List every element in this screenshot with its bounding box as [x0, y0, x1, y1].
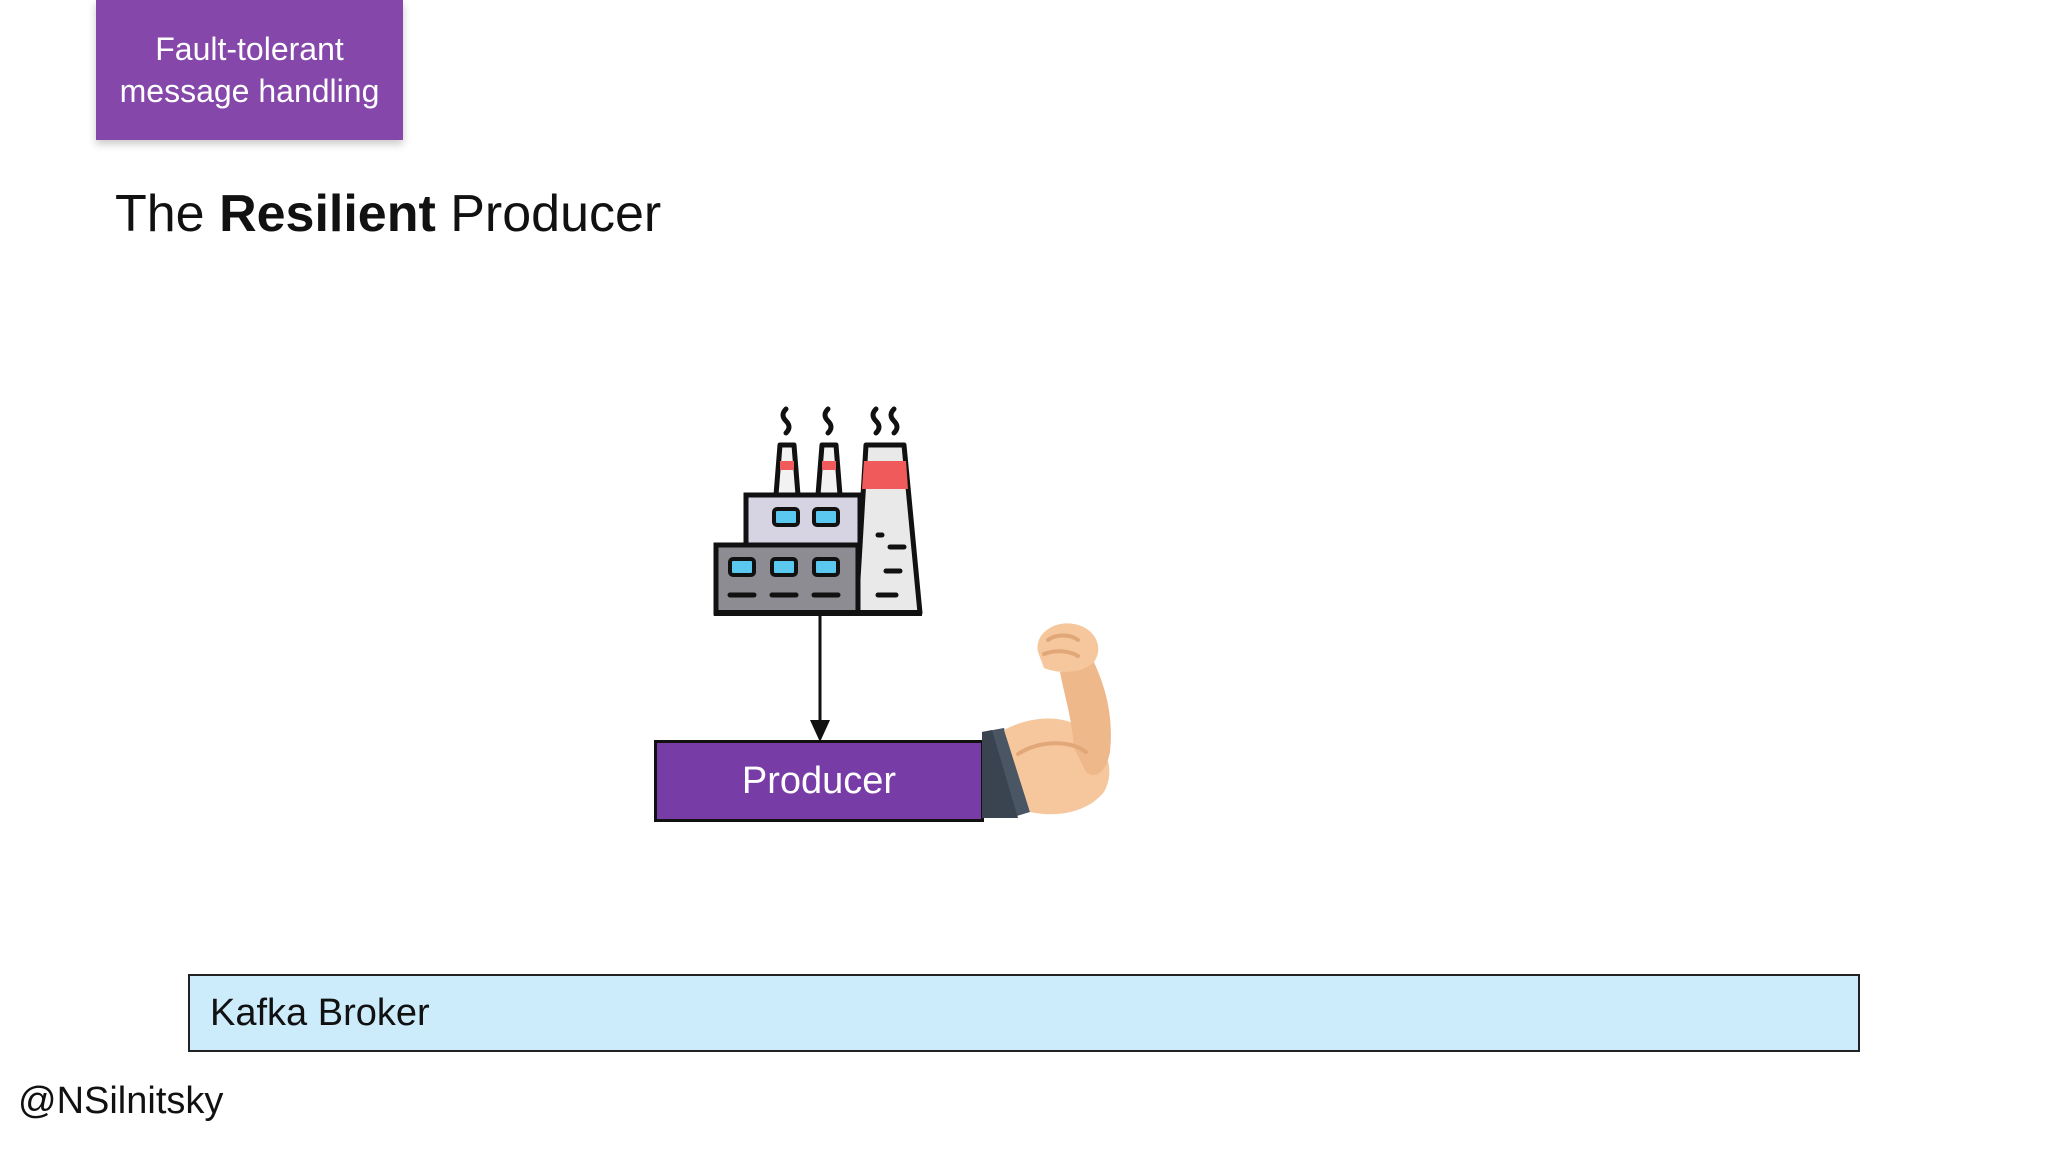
title-suffix: Producer: [435, 185, 662, 243]
author-handle: @NSilnitsky: [18, 1080, 224, 1122]
title-bold: Resilient: [219, 185, 436, 243]
section-tag-line-1: Fault-tolerant: [155, 31, 344, 67]
kafka-broker-box: Kafka Broker: [188, 974, 1860, 1052]
slide-title: The Resilient Producer: [115, 182, 661, 246]
section-tag: Fault-tolerant message handling: [96, 0, 403, 140]
factory-icon: [713, 406, 923, 616]
producer-box: Producer: [654, 740, 984, 822]
flexed-bicep-icon: [982, 623, 1111, 818]
arrow-down-icon: [810, 612, 830, 742]
section-tag-line-2: message handling: [119, 73, 380, 109]
title-prefix: The: [115, 185, 220, 243]
producer-label: Producer: [741, 759, 897, 802]
broker-label: Kafka Broker: [210, 991, 430, 1034]
